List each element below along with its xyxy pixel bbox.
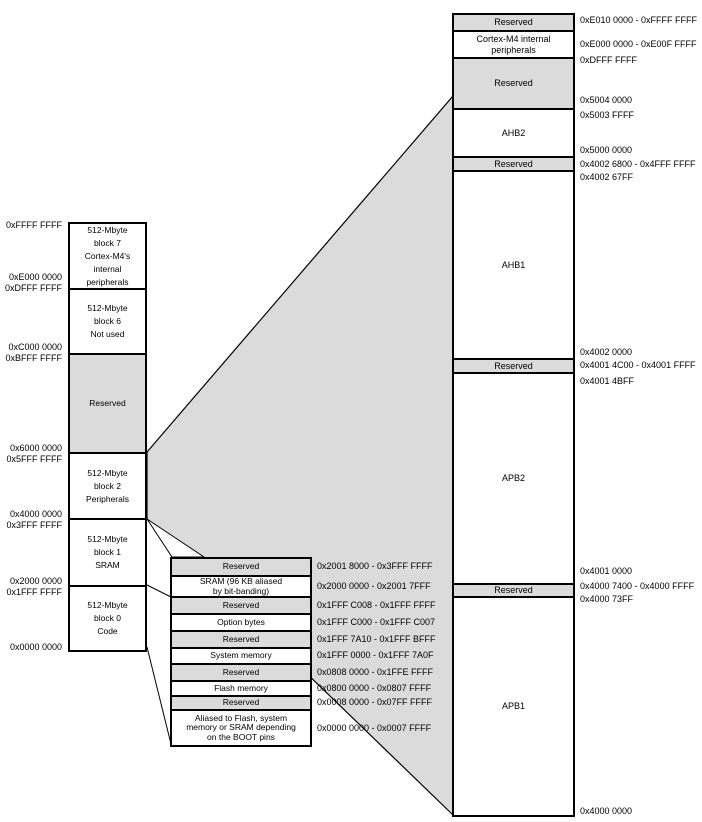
address-label: 0x4000 73FF [580,594,634,604]
address-label: 0x4001 4BFF [580,376,635,386]
address-label: 0xFFFF FFFF [6,220,62,230]
address-label: 0x5003 FFFF [580,110,635,120]
address-label: 0x1FFF FFFF [6,587,63,597]
address-label: 0x5004 0000 [580,95,633,105]
address-range-label: 0x1FFF C000 - 0x1FFF C007 [317,617,436,627]
address-label: 0x3FFF FFFF [6,520,63,530]
address-range-label: 0x0008 0000 - 0x07FF FFFF [317,697,433,707]
address-label: 0x2000 0000 [9,576,62,586]
address-label: 0xBFFF FFFF [5,353,63,363]
address-label: 0x4002 0000 [580,347,633,357]
memory-block-reserved: Reserved [68,353,147,454]
address-range-label: 0x0000 0000 - 0x0007 FFFF [317,723,432,733]
address-label: 0x6000 0000 [9,443,62,453]
address-label: 0x5FFF FFFF [6,454,63,464]
address-label: 0x4002 6800 - 0x4FFF FFFF [580,159,696,169]
code-detail-row-sram: SRAM (96 KB aliased by bit-banding) [170,575,312,598]
address-range-label: 0x2001 8000 - 0x3FFF FFFF [317,561,433,571]
memory-block-2: 512-Mbyte block 2 Peripherals [68,452,147,520]
peripheral-block-apb1: APB1 [452,596,575,817]
memory-block-6: 512-Mbyte block 6 Not used [68,288,147,355]
peripheral-block-reserved: Reserved [452,57,575,110]
connector-line-0x2000 [146,584,172,598]
address-label: 0x4001 0000 [580,566,633,576]
address-label: 0xC000 0000 [8,342,62,352]
address-label: 0x4002 67FF [580,172,634,182]
address-range-label: 0x0808 0000 - 0x1FFE FFFF [317,667,434,677]
peripheral-block-ahb1: AHB1 [452,170,575,360]
memory-block-0: 512-Mbyte block 0 Code [68,585,147,652]
address-label: 0x4000 0000 [9,509,62,519]
address-range-label: 0x1FFF C008 - 0x1FFF FFFF [317,600,436,610]
address-range-label: 0x0800 0000 - 0x0807 FFFF [317,683,432,693]
address-label: 0x4000 0000 [580,806,633,816]
address-label: 0xE010 0000 - 0xFFFF FFFF [580,15,698,25]
peripheral-block-apb2: APB2 [452,372,575,585]
address-label: 0xE000 0000 - 0xE00F FFFF [580,39,697,49]
address-label: 0xDFFF FFFF [580,55,637,65]
address-label: 0xE000 0000 [8,272,62,282]
address-label: 0xDFFF FFFF [5,283,62,293]
peripheral-block-ahb2: AHB2 [452,108,575,158]
memory-block-1: 512-Mbyte block 1 SRAM [68,518,147,587]
connector-line-0x0000 [146,646,172,745]
address-label: 0x4001 4C00 - 0x4001 FFFF [580,360,696,370]
address-label: 0x5000 0000 [580,145,633,155]
address-range-label: 0x1FFF 7A10 - 0x1FFF BFFF [317,634,436,644]
code-detail-row-reserved: Reserved [170,557,312,577]
code-detail-row-boot-alias: Aliased to Flash, system memory or SRAM … [170,709,312,747]
code-detail-row-flash: Flash memory [170,680,312,697]
peripheral-block-cortex-m4: Cortex-M4 internal peripherals [452,30,575,59]
memory-block-7: 512-Mbyte block 7 Cortex-M4's internal p… [68,222,147,290]
address-label: 0x4000 7400 - 0x4000 FFFF [580,581,695,591]
address-range-label: 0x1FFF 0000 - 0x1FFF 7A0F [317,650,434,660]
address-label: 0x0000 0000 [9,642,62,652]
address-range-label: 0x2000 0000 - 0x2001 7FFF [317,581,431,591]
